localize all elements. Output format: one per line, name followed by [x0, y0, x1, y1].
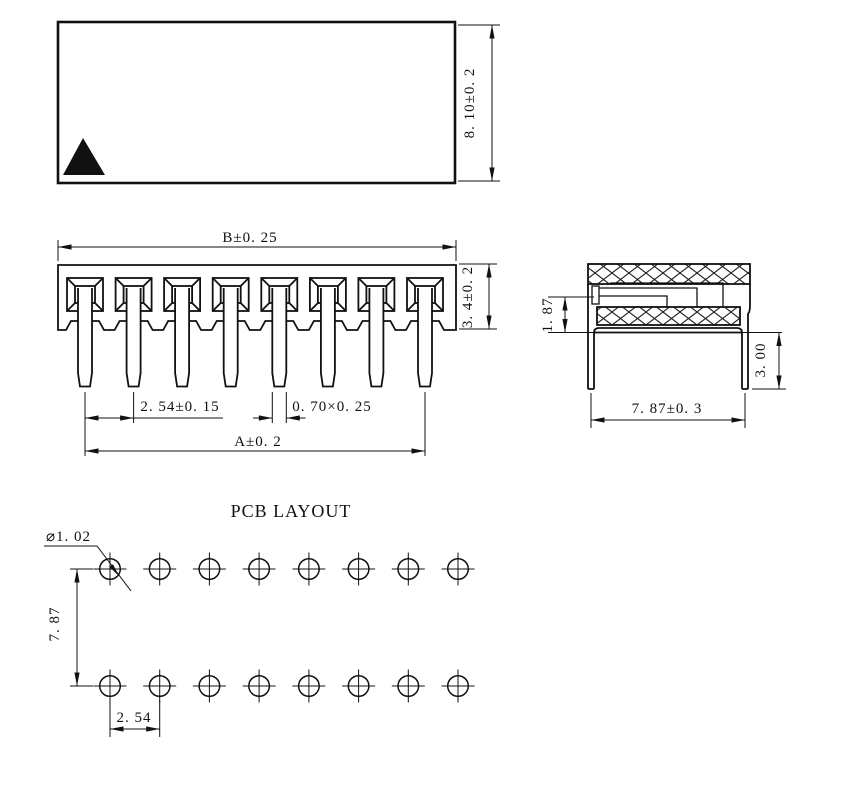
solder-legs-inner [587, 307, 743, 389]
dim-label-body-depth: 7. 87±0. 3 [632, 401, 703, 417]
extension-lines [70, 568, 93, 687]
dim-label-span: A±0. 2 [234, 434, 282, 450]
dim-label-overall-height: 8. 10±0. 2 [462, 68, 478, 139]
side-view: 1. 87 3. 00 7. 87±0. 3 [540, 263, 786, 428]
front-view: B±0. 25 3. 4±0. 2 2. 54±0. 15 0. 70×0. 2… [57, 230, 497, 456]
dim-label-body-height: 3. 4±0. 2 [460, 266, 476, 328]
extension-lines [57, 240, 457, 261]
leader-line-hole-diameter [44, 545, 132, 592]
polarity-triangle-mark [63, 138, 105, 175]
insulator-bottom-section [596, 306, 741, 326]
top-view: 8. 10±0. 2 [56, 20, 500, 185]
dim-label-leg-length: 3. 00 [753, 343, 769, 378]
insulator-top-section [587, 263, 751, 285]
header-body-outline [57, 264, 457, 331]
contact-profile [599, 282, 724, 307]
contact-entry [591, 285, 600, 305]
dim-label-row-spacing: 7. 87 [47, 607, 63, 642]
top-view-outline [56, 20, 457, 185]
pcb-layout: PCB LAYOUT ⌀1. 02 [44, 501, 476, 737]
dim-label-hole-diameter: ⌀1. 02 [46, 529, 91, 545]
dim-label-pin-size: 0. 70×0. 25 [292, 399, 371, 415]
pcb-layout-title: PCB LAYOUT [231, 501, 352, 521]
dim-label-pitch: 2. 54±0. 15 [140, 399, 219, 415]
dim-label-contact-offset: 1. 87 [540, 298, 556, 333]
dim-label-body-width: B±0. 25 [222, 230, 277, 246]
right-wall-and-leg [747, 284, 751, 389]
dim-label-hole-pitch: 2. 54 [117, 710, 152, 726]
leader-arrowhead [109, 564, 119, 576]
